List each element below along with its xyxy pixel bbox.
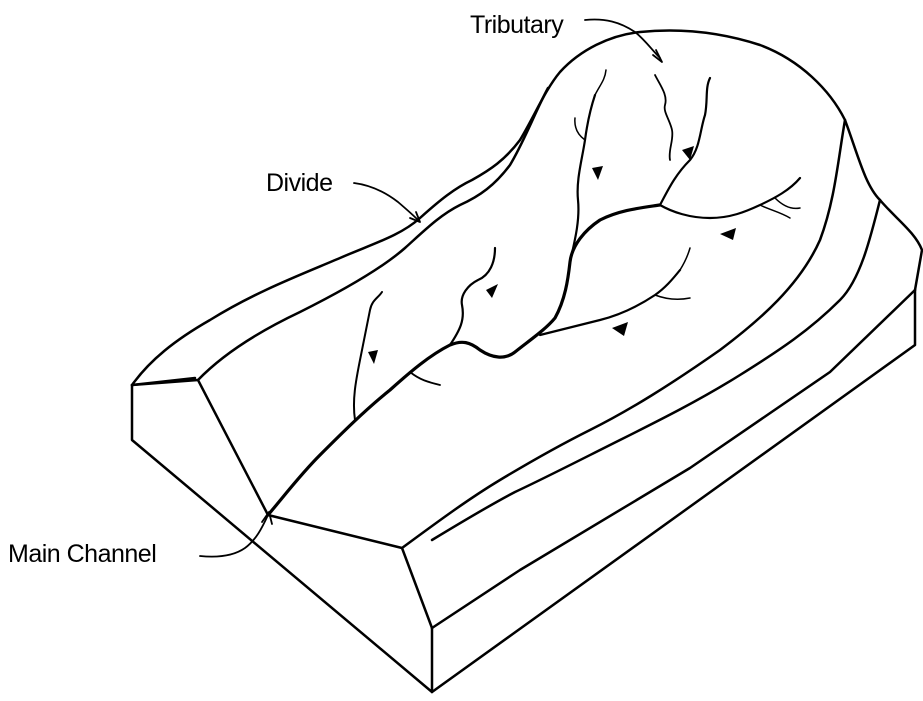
block-left-face [132, 385, 432, 692]
block-right-face [432, 290, 915, 692]
divide-leader [354, 183, 418, 220]
main-channel-label: Main Channel [8, 542, 156, 567]
flow-arrow-icon [612, 322, 628, 336]
tributary-leader [585, 20, 660, 59]
tributary-upper-left-fine [575, 70, 606, 140]
tributary-label: Tributary [470, 13, 563, 38]
flow-arrow-icon [592, 166, 603, 180]
divide-label: Divide [266, 171, 332, 196]
tributary-upper-branch [660, 78, 710, 205]
small-tributary-right [410, 372, 440, 385]
block-front-right-edge [432, 290, 915, 628]
main-channel-upper-left [450, 248, 495, 345]
flow-arrow-icon [368, 350, 378, 364]
flow-arrow-icon [720, 228, 736, 240]
rear-ridge-inner [198, 88, 548, 380]
flow-arrow-icon [486, 284, 498, 298]
terrain-outline [132, 31, 922, 548]
block-base [132, 290, 915, 692]
main-channel-leader [200, 515, 268, 557]
main-channel [268, 205, 660, 515]
block-front-edge [132, 380, 432, 628]
tributary-top-squiggle [655, 75, 672, 160]
